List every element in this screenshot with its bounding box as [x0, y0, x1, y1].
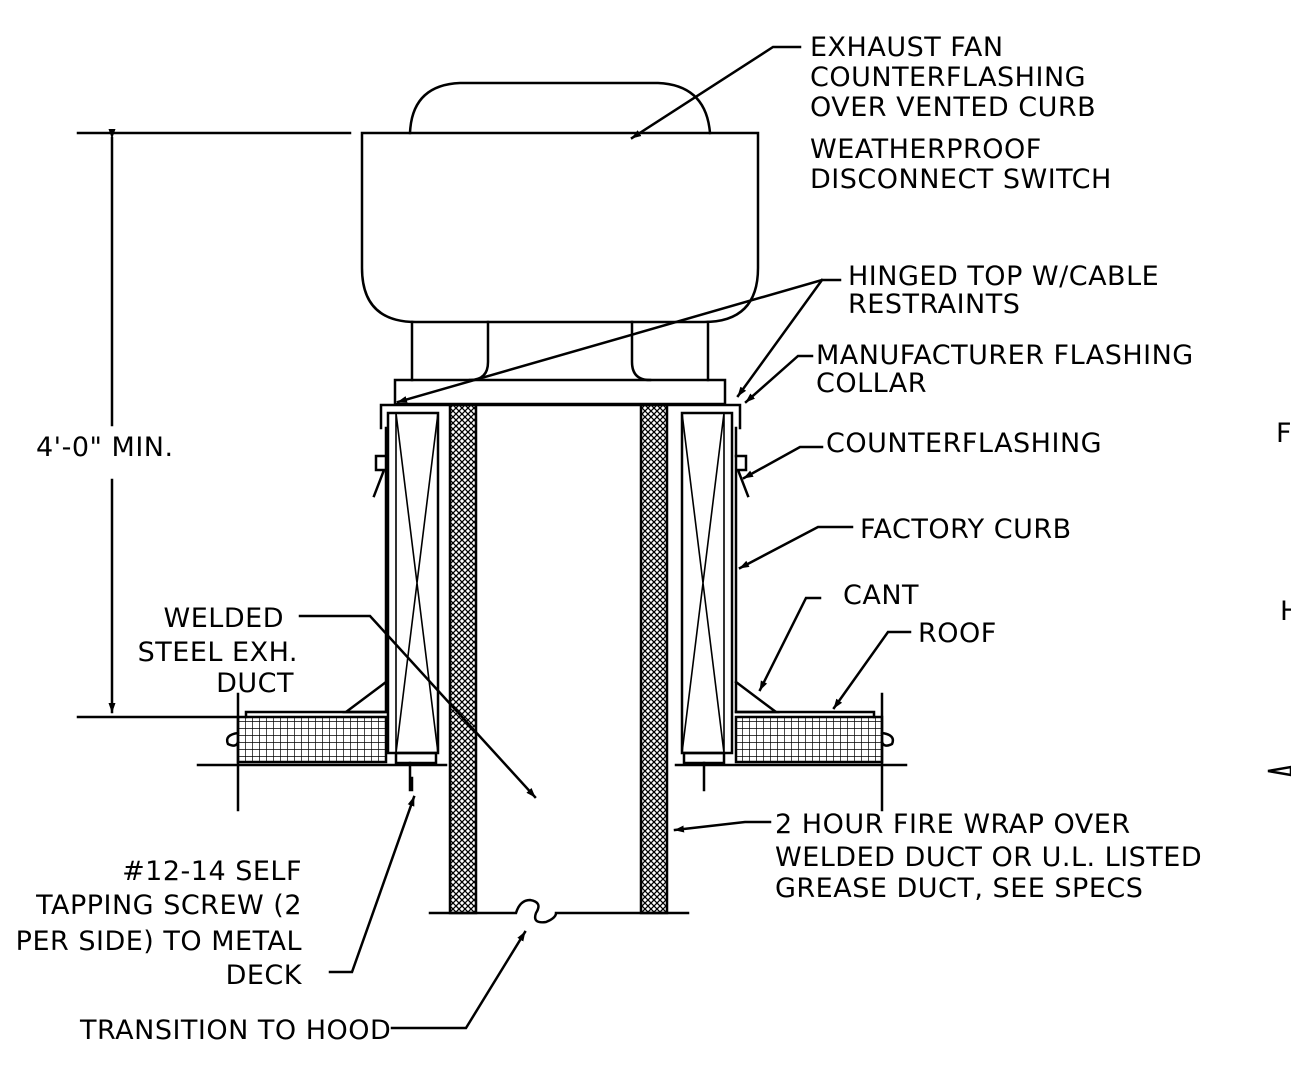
label-line: TAPPING SCREW (2 [35, 890, 302, 921]
grease-duct [428, 403, 690, 924]
label-line: RESTRAINTS [848, 289, 1020, 320]
label-line: GREASE DUCT, SEE SPECS [775, 873, 1143, 904]
label-line: HINGED TOP W/CABLE [848, 261, 1159, 292]
label-line: WELDED DUCT OR U.L. LISTED [775, 842, 1202, 873]
label-line: WELDED [164, 603, 284, 634]
factory-curb-left [379, 403, 742, 765]
label-factory-curb: FACTORY CURB [860, 514, 1072, 545]
label-edge-f: F [1276, 418, 1291, 449]
label-line: EXHAUST FAN [810, 32, 1004, 63]
label-line: #12-14 SELF [122, 856, 302, 887]
label-edge-h: H [1280, 596, 1291, 627]
label-line: COLLAR [816, 368, 927, 399]
label-line: MANUFACTURER FLASHING [816, 340, 1194, 371]
dimension-line [76, 129, 352, 719]
hinged-top-plate [393, 378, 727, 406]
label-line: DUCT [216, 668, 294, 699]
label-line: DISCONNECT SWITCH [810, 164, 1112, 195]
roof-deck [196, 692, 908, 812]
label-mfr-flashing: MANUFACTURER FLASHING COLLAR [816, 340, 1194, 399]
label-welded-duct: WELDED STEEL EXH. DUCT [138, 603, 298, 699]
fan-base-legs [410, 320, 710, 382]
label-line: 2 HOUR FIRE WRAP OVER [775, 809, 1131, 840]
leader-lines [298, 45, 1291, 1030]
label-dimension: 4'-0" MIN. [36, 432, 174, 463]
label-exhaust-fan: EXHAUST FAN COUNTERFLASHING OVER VENTED … [810, 32, 1096, 123]
label-transition: TRANSITION TO HOOD [79, 1015, 391, 1046]
label-fire-wrap: 2 HOUR FIRE WRAP OVER WELDED DUCT OR U.L… [775, 809, 1202, 904]
label-counterflashing: COUNTERFLASHING [826, 428, 1102, 459]
label-line: OVER VENTED CURB [810, 92, 1096, 123]
label-line: COUNTERFLASHING [810, 62, 1086, 93]
label-line: WEATHERPROOF [810, 134, 1042, 165]
label-hinged-top: HINGED TOP W/CABLE RESTRAINTS [848, 261, 1159, 320]
label-roof: ROOF [918, 618, 997, 649]
fan-hood [360, 81, 760, 324]
cant-strips [342, 680, 780, 714]
label-line: PER SIDE) TO METAL [16, 926, 302, 957]
counterflashing-clips [372, 454, 750, 498]
label-line: DECK [226, 960, 303, 991]
label-screw: #12-14 SELF TAPPING SCREW (2 PER SIDE) T… [16, 856, 303, 991]
factory-curb-right [680, 411, 738, 765]
label-disconnect-switch: WEATHERPROOF DISCONNECT SWITCH [810, 134, 1112, 195]
label-cant: CANT [843, 580, 919, 611]
label-line: STEEL EXH. [138, 637, 298, 668]
tapping-screws [408, 761, 706, 792]
